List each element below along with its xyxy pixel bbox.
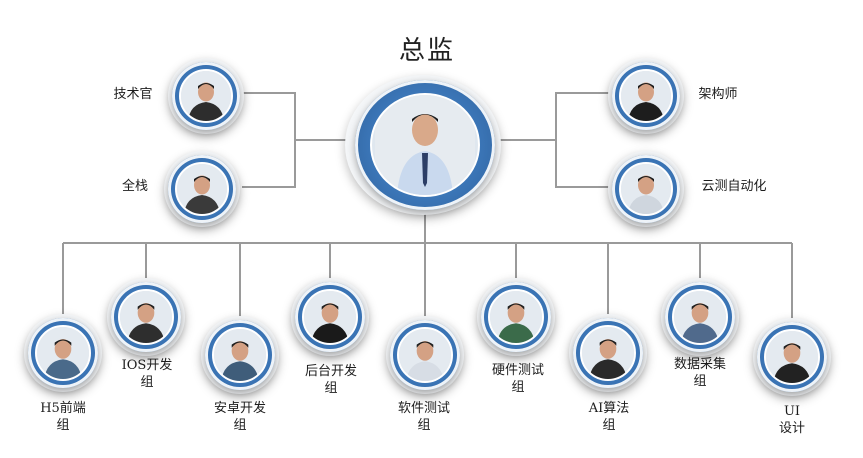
person-icon bbox=[490, 291, 542, 343]
person-icon bbox=[399, 329, 451, 381]
node-hardware-test[interactable] bbox=[481, 282, 551, 352]
person-icon bbox=[304, 291, 356, 343]
node-cloud-automation[interactable] bbox=[612, 155, 680, 223]
connector-tech-officer bbox=[242, 93, 295, 187]
node-backend[interactable] bbox=[295, 282, 365, 352]
avatar bbox=[35, 325, 91, 381]
director-avatar bbox=[370, 93, 480, 197]
label-software-test: 软件测试 组 bbox=[384, 400, 464, 434]
avatar bbox=[212, 327, 268, 383]
person-icon bbox=[621, 164, 671, 214]
avatar bbox=[175, 162, 229, 216]
avatar bbox=[118, 289, 174, 345]
person-icon bbox=[37, 327, 89, 379]
person-icon bbox=[582, 327, 634, 379]
avatar bbox=[179, 69, 233, 123]
node-fullstack[interactable] bbox=[168, 155, 236, 223]
connector-architect bbox=[556, 93, 610, 187]
node-tech-officer[interactable] bbox=[172, 62, 240, 130]
avatar bbox=[397, 327, 453, 383]
avatar bbox=[764, 329, 820, 385]
label-data: 数据采集 组 bbox=[660, 356, 740, 390]
label-h5: H5前端 组 bbox=[30, 400, 96, 434]
node-ui[interactable] bbox=[757, 322, 827, 392]
director-node[interactable] bbox=[355, 80, 495, 210]
label-tech-officer: 技术官 bbox=[108, 86, 158, 103]
node-ai[interactable] bbox=[573, 318, 643, 388]
person-icon bbox=[120, 291, 172, 343]
label-hardware-test: 硬件测试 组 bbox=[478, 362, 558, 396]
label-fullstack: 全栈 bbox=[115, 178, 155, 195]
node-architect[interactable] bbox=[612, 62, 680, 130]
person-icon bbox=[674, 291, 726, 343]
person-icon bbox=[177, 164, 227, 214]
label-cloud-automation: 云测自动化 bbox=[694, 178, 774, 195]
person-icon bbox=[766, 331, 818, 383]
person-icon bbox=[621, 71, 671, 121]
node-data[interactable] bbox=[665, 282, 735, 352]
node-ios[interactable] bbox=[111, 282, 181, 352]
label-ios: IOS开发 组 bbox=[112, 357, 182, 391]
label-ui: UI 设计 bbox=[762, 403, 822, 437]
avatar bbox=[488, 289, 544, 345]
person-icon bbox=[181, 71, 231, 121]
avatar bbox=[619, 162, 673, 216]
person-icon bbox=[214, 329, 266, 381]
avatar bbox=[672, 289, 728, 345]
avatar bbox=[580, 325, 636, 381]
person-icon bbox=[372, 95, 478, 195]
node-h5[interactable] bbox=[28, 318, 98, 388]
avatar bbox=[302, 289, 358, 345]
node-software-test[interactable] bbox=[390, 320, 460, 390]
label-architect: 架构师 bbox=[693, 86, 743, 103]
page-title: 总监 bbox=[399, 30, 455, 67]
label-android: 安卓开发 组 bbox=[200, 400, 280, 434]
label-backend: 后台开发 组 bbox=[296, 363, 366, 397]
node-android[interactable] bbox=[205, 320, 275, 390]
label-ai: AI算法 组 bbox=[574, 400, 644, 434]
avatar bbox=[619, 69, 673, 123]
